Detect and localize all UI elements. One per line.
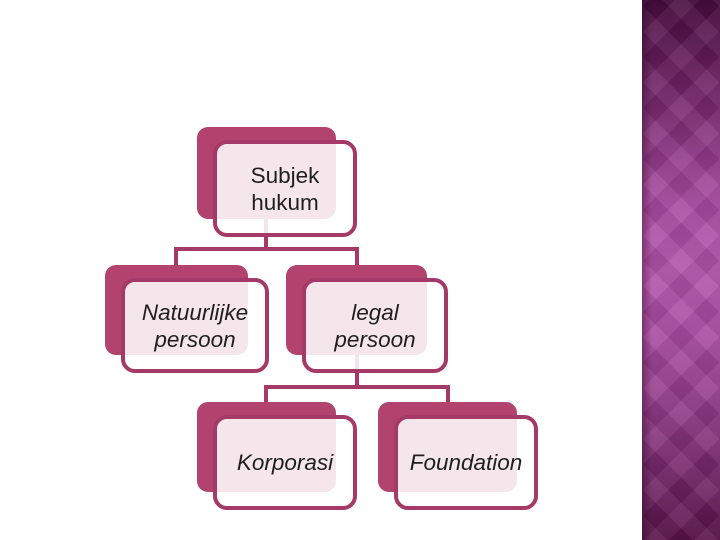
node-foundation-box: Foundation bbox=[394, 415, 538, 510]
connector-level3-bar bbox=[264, 385, 450, 389]
node-korporasi-box: Korporasi bbox=[213, 415, 357, 510]
node-natuurlijke-persoon-box: Natuurlijke persoon bbox=[121, 278, 269, 373]
connector-korporasi-drop bbox=[264, 385, 268, 403]
connector-level2-bar bbox=[174, 247, 359, 251]
connector-natuurlijke-drop bbox=[174, 247, 178, 266]
node-korporasi-label: Korporasi bbox=[236, 450, 334, 475]
connector-legal-drop bbox=[355, 247, 359, 266]
connector-foundation-drop bbox=[446, 385, 450, 403]
decorative-sidebar bbox=[642, 0, 720, 540]
node-foundation-label: Foundation bbox=[409, 450, 523, 475]
node-subjek-hukum-label: Subjek hukum bbox=[250, 162, 320, 215]
node-subjek-hukum-box: Subjek hukum bbox=[213, 140, 357, 237]
node-natuurlijke-persoon-label: Natuurlijke persoon bbox=[141, 299, 249, 352]
node-legal-persoon-label: legal persoon bbox=[334, 299, 416, 352]
node-legal-persoon-box: legal persoon bbox=[302, 278, 448, 373]
